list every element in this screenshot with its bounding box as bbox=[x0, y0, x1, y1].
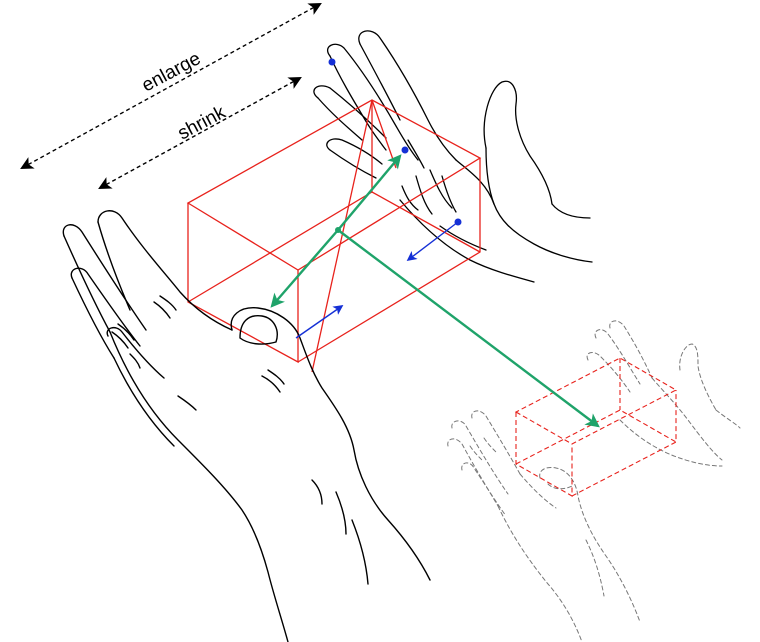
fingertip-dot bbox=[454, 218, 462, 226]
grab-arrow-to-left-hand bbox=[270, 229, 339, 308]
axis-arrows bbox=[295, 221, 459, 339]
fingertip-dots bbox=[328, 58, 462, 226]
ghost-box bbox=[514, 357, 678, 497]
translate-arrow bbox=[337, 229, 600, 428]
fingertip-dot bbox=[401, 146, 409, 154]
shrink-arrow bbox=[98, 76, 302, 190]
move-arrows bbox=[270, 154, 600, 428]
fingertip-dot bbox=[328, 58, 336, 66]
grab-arrow-to-right-hand bbox=[337, 154, 402, 231]
ghost-hands bbox=[447, 320, 741, 642]
size-arrows bbox=[20, 2, 322, 190]
shrink-label: shrink bbox=[174, 102, 229, 145]
left-hand bbox=[62, 210, 431, 642]
box-center-point bbox=[335, 227, 341, 233]
left-hand-axis-arrow bbox=[295, 305, 344, 339]
right-hand-axis-arrow bbox=[406, 221, 459, 262]
enlarge-arrow bbox=[20, 2, 322, 170]
enlarge-label: enlarge bbox=[138, 48, 204, 96]
